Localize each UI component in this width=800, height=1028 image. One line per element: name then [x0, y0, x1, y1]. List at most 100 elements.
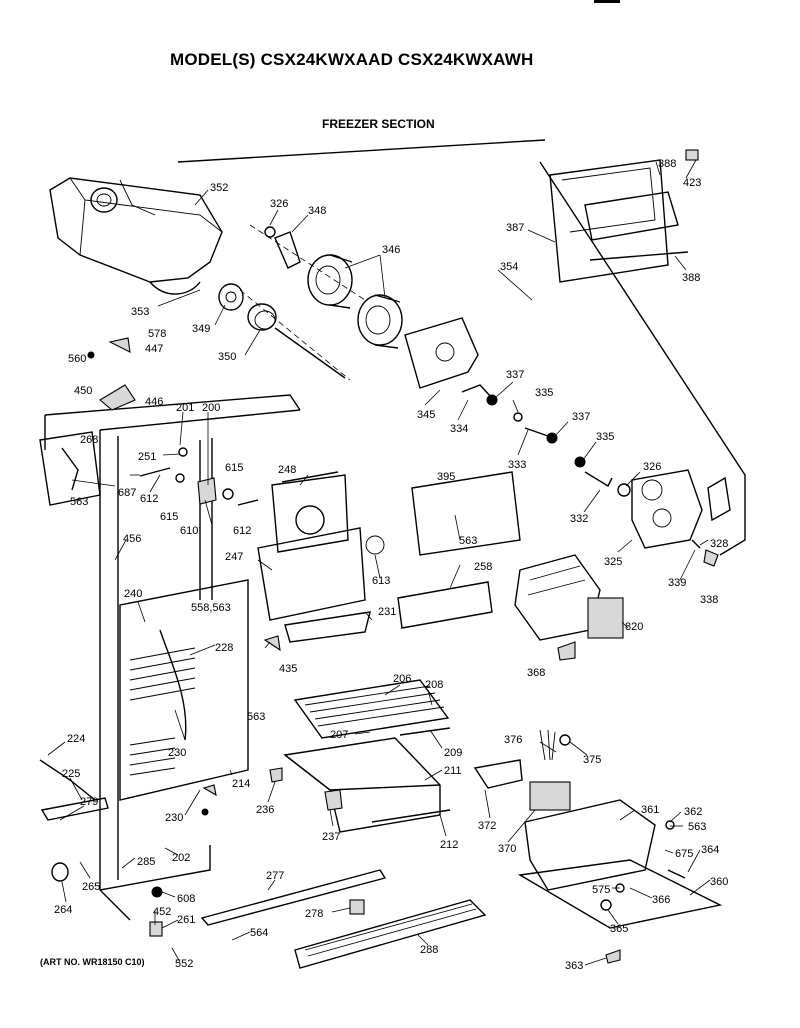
callout-label: 209 — [444, 747, 462, 759]
auger-motor-drawing — [617, 469, 731, 549]
dispenser-door-drawing — [549, 149, 699, 283]
callout-label: 200 — [202, 402, 220, 414]
callout-label: 608 — [177, 893, 195, 905]
callout-label: 435 — [279, 663, 297, 675]
shelf-drawing — [293, 679, 451, 739]
callout-label: 208 — [425, 679, 443, 691]
callout-label: 362 — [684, 806, 702, 818]
callout-label: 326 — [270, 198, 288, 210]
callout-label: 613 — [372, 575, 390, 587]
evaporator-drawing — [119, 579, 249, 801]
callout-label: 368 — [527, 667, 545, 679]
callout-label: 375 — [583, 754, 601, 766]
callout-label: 820 — [625, 621, 643, 633]
fan-housing-drawing — [257, 471, 371, 643]
callout-label: 563 — [247, 711, 265, 723]
callout-label: 563 — [70, 496, 88, 508]
callout-label: 335 — [596, 431, 614, 443]
callout-label: 337 — [572, 411, 590, 423]
callout-label: 228 — [215, 642, 233, 654]
callout-label: 288 — [420, 944, 438, 956]
callout-label: 211 — [444, 765, 462, 777]
callout-label: 395 — [437, 471, 455, 483]
callout-label: 332 — [570, 513, 588, 525]
callout-label: 230 — [165, 812, 183, 824]
callout-label: 560 — [68, 353, 86, 365]
callout-label: 610 — [180, 525, 198, 537]
callout-label: 387 — [506, 222, 524, 234]
callout-label: 247 — [225, 551, 243, 563]
callout-label: 564 — [250, 927, 268, 939]
auger-drawing — [218, 283, 346, 379]
callout-label: 376 — [504, 734, 522, 746]
callout-label: 615 — [160, 511, 178, 523]
callout-label: 450 — [74, 385, 92, 397]
art-number-note: (ART NO. WR18150 C10) — [40, 957, 145, 967]
callout-label: 352 — [210, 182, 228, 194]
callout-label: 251 — [138, 451, 156, 463]
callout-label: 225 — [62, 768, 80, 780]
callout-label: 575 — [592, 884, 610, 896]
callout-label: 237 — [322, 831, 340, 843]
callout-label: 264 — [54, 904, 72, 916]
callout-label: 206 — [393, 673, 411, 685]
callout-label: 338 — [700, 594, 718, 606]
callout-label: 207 — [330, 729, 348, 741]
callout-label: 366 — [652, 894, 670, 906]
callout-label: 360 — [710, 876, 728, 888]
callout-label: 452 — [153, 906, 171, 918]
callout-label: 388 — [658, 158, 676, 170]
callout-label: 563 — [688, 821, 706, 833]
callout-label: 285 — [137, 856, 155, 868]
callout-label: 224 — [67, 733, 85, 745]
callout-label: 248 — [278, 464, 296, 476]
callout-label: 279 — [80, 796, 98, 808]
callout-label: 258 — [474, 561, 492, 573]
callout-label: 447 — [145, 343, 163, 355]
grille-drawing — [294, 899, 487, 969]
callout-label: 328 — [710, 538, 728, 550]
callout-label: 337 — [506, 369, 524, 381]
callout-label: 388 — [682, 272, 700, 284]
part-drawings — [39, 139, 746, 969]
callout-label: 335 — [535, 387, 553, 399]
callout-label: 365 — [610, 923, 628, 935]
callout-label: 456 — [123, 533, 141, 545]
callout-label: 558,563 — [191, 602, 231, 614]
callout-label: 612 — [233, 525, 251, 537]
callout-label: 349 — [192, 323, 210, 335]
callout-label: 261 — [177, 914, 195, 926]
callout-label: 278 — [305, 908, 323, 920]
callout-label: 346 — [382, 244, 400, 256]
callout-label: 350 — [218, 351, 236, 363]
callout-label: 612 — [140, 493, 158, 505]
model-title: MODEL(S) CSX24KWXAAD CSX24KWXAWH — [170, 50, 534, 69]
callout-label: 552 — [175, 958, 193, 970]
callout-labels: 352 326 348 346 388 423 387 388 354 353 … — [54, 158, 728, 972]
callout-label: 348 — [308, 205, 326, 217]
callout-label: 354 — [500, 261, 518, 273]
callout-label: 578 — [148, 328, 166, 340]
callout-label: 370 — [498, 843, 516, 855]
callout-label: 268 — [80, 434, 98, 446]
callout-label: 372 — [478, 820, 496, 832]
callout-label: 277 — [266, 870, 284, 882]
callout-label: 333 — [508, 459, 526, 471]
icemaker-drawing — [514, 554, 624, 641]
callout-label: 615 — [225, 462, 243, 474]
leader-lines — [47, 159, 711, 966]
callout-label: 265 — [82, 881, 100, 893]
callout-label: 364 — [701, 844, 719, 856]
callout-label: 339 — [668, 577, 686, 589]
callout-label: 363 — [565, 960, 583, 972]
callout-label: 202 — [172, 852, 190, 864]
callout-label: 361 — [641, 804, 659, 816]
callout-label: 240 — [124, 588, 142, 600]
callout-label: 334 — [450, 423, 468, 435]
control-box-drawing — [517, 799, 723, 929]
callout-label: 230 — [168, 747, 186, 759]
callout-label: 326 — [643, 461, 661, 473]
callout-label: 446 — [145, 396, 163, 408]
